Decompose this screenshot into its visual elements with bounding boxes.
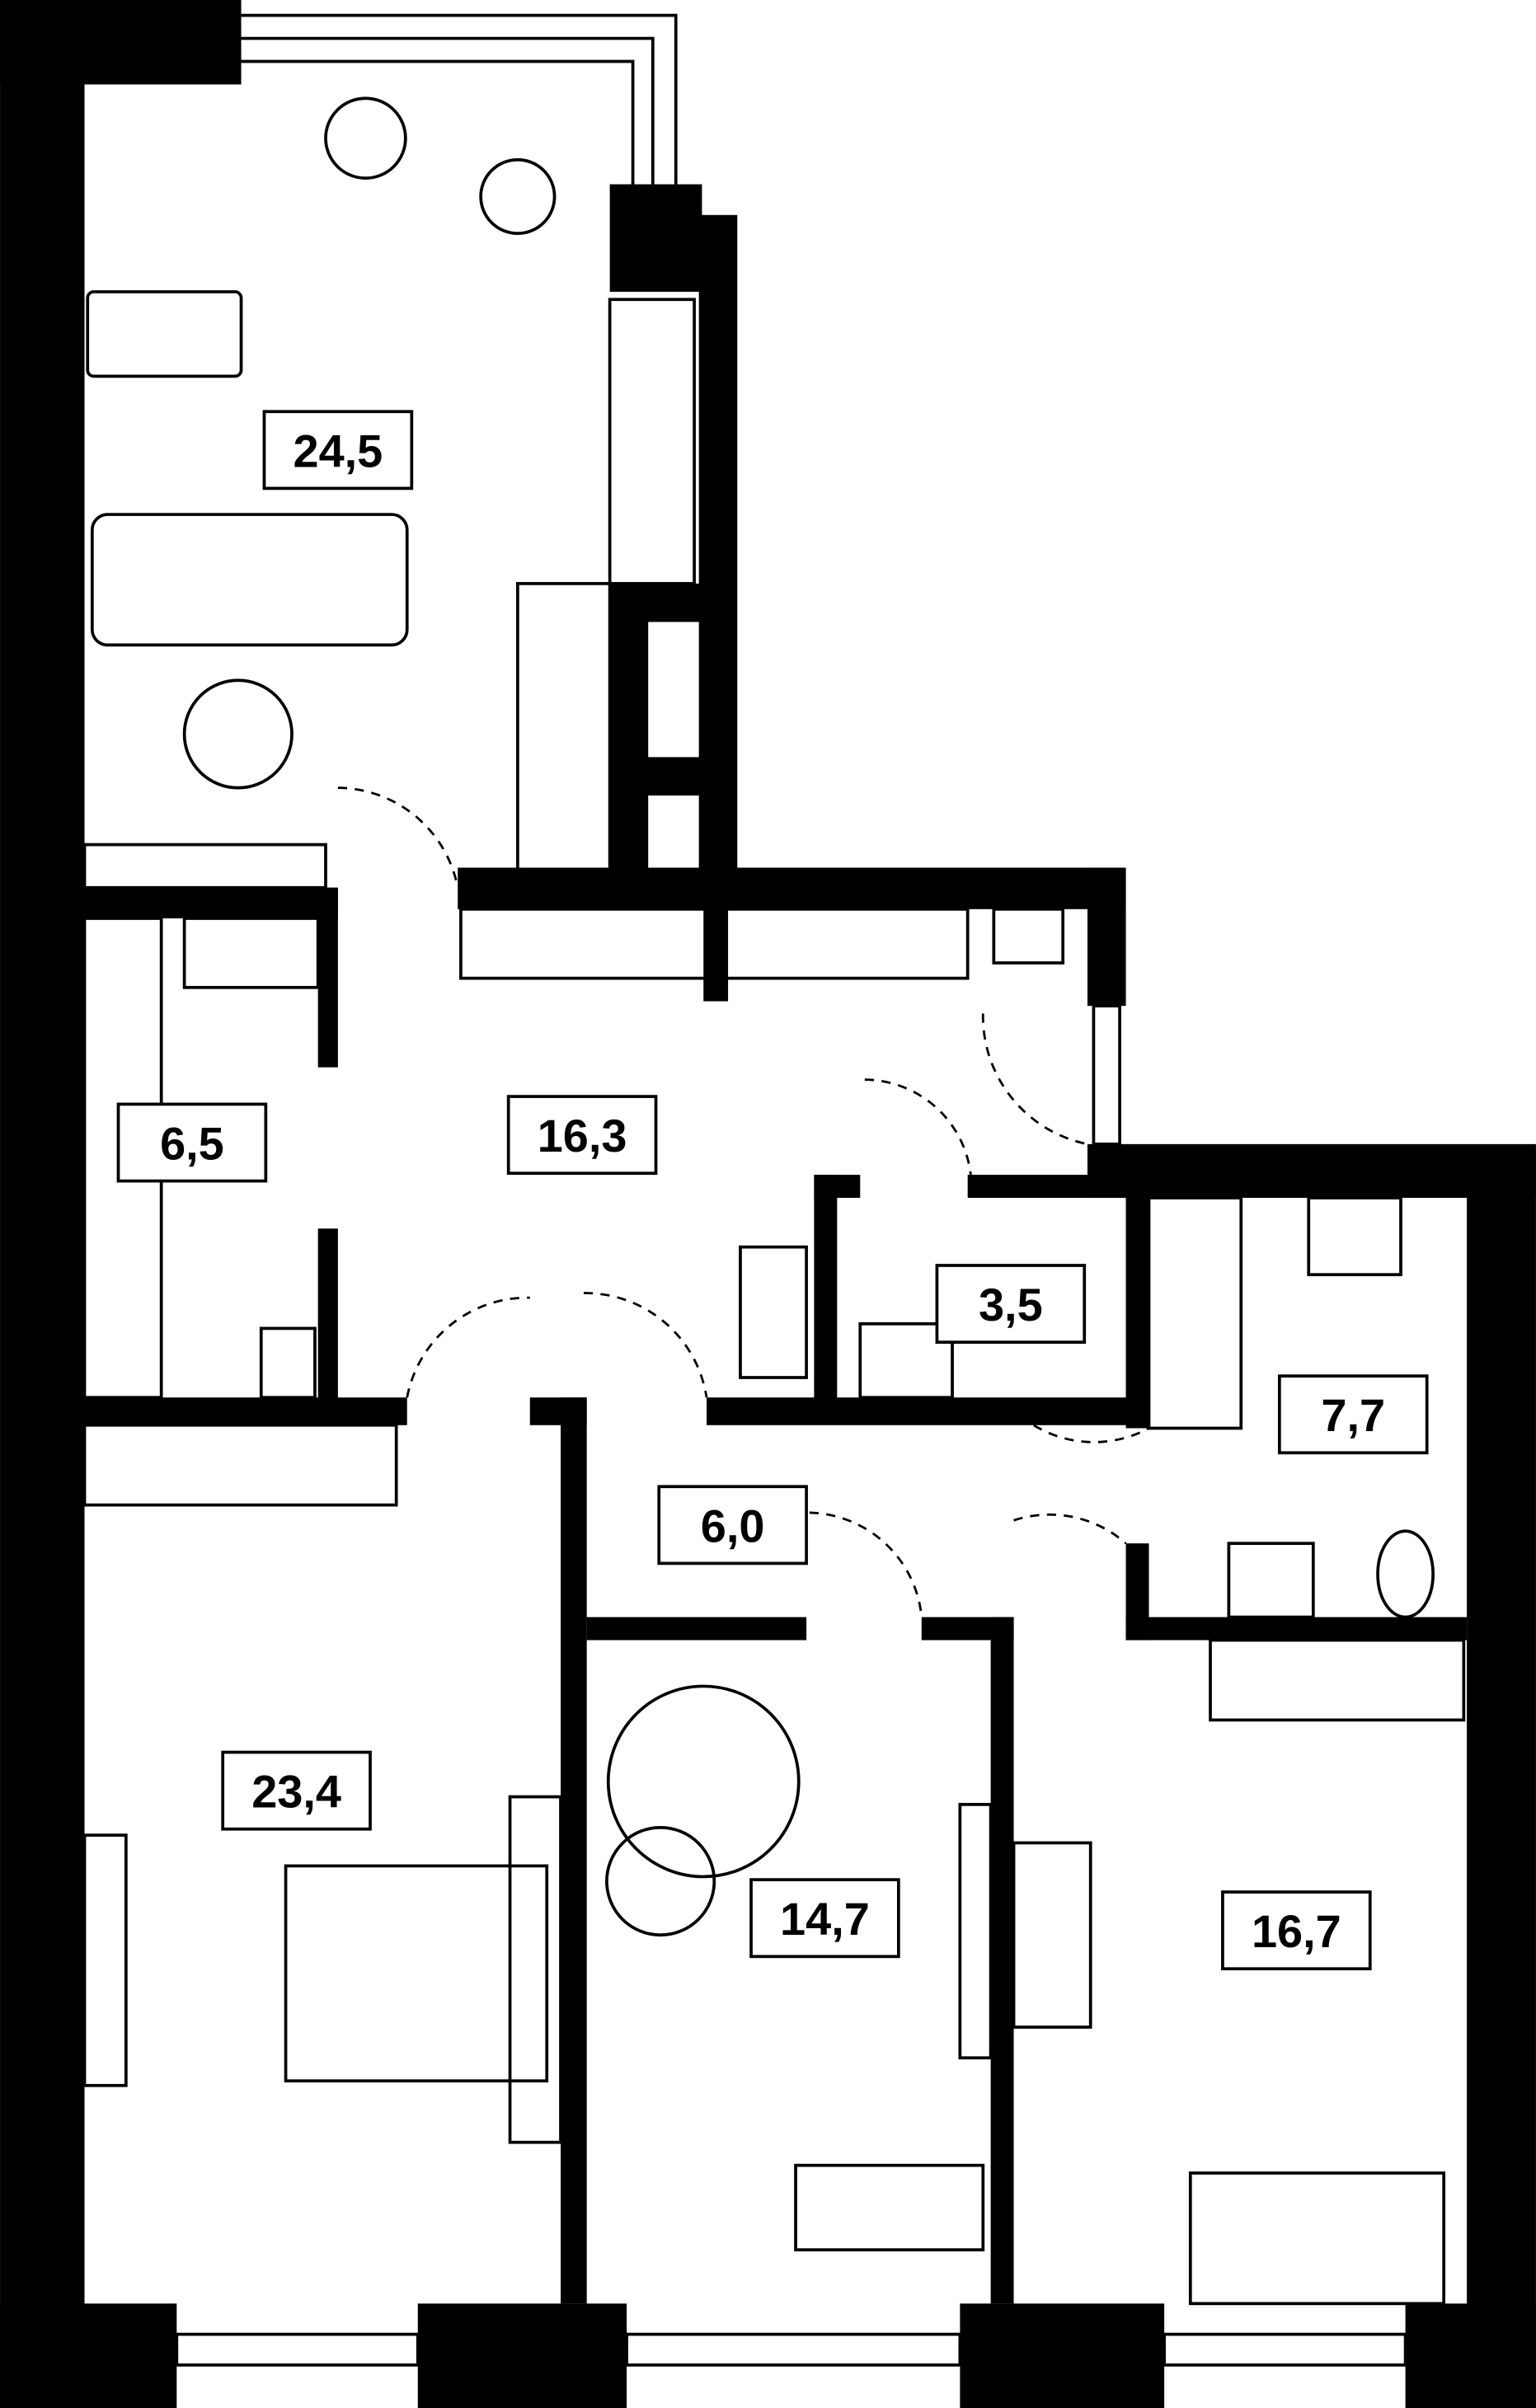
room-label-hall: 16,3	[506, 1095, 658, 1176]
room-area: 16,7	[1252, 1905, 1341, 1957]
room-area: 6,5	[160, 1117, 224, 1169]
room-area: 16,3	[538, 1110, 627, 1162]
room-label-bedroom-2: 14,7	[749, 1878, 900, 1959]
room-label-bathroom: 7,7	[1277, 1374, 1429, 1455]
room-label-corridor: 6,0	[657, 1485, 808, 1565]
room-area: 6,0	[701, 1500, 765, 1551]
room-label-wc: 3,5	[935, 1264, 1087, 1345]
room-label-bedroom-3: 16,7	[1221, 1890, 1372, 1971]
room-label-living-kitchen: 24,5	[262, 410, 414, 491]
room-label-bedroom-master: 23,4	[221, 1750, 372, 1831]
room-area: 23,4	[251, 1766, 341, 1818]
furniture	[82, 96, 1466, 2306]
room-area: 14,7	[780, 1893, 870, 1945]
room-area: 24,5	[294, 425, 383, 476]
room-label-wardrobe: 6,5	[116, 1102, 268, 1183]
balcony-rail	[241, 13, 678, 185]
windows	[175, 1004, 1407, 2367]
room-area: 7,7	[1321, 1389, 1385, 1441]
door-swings	[337, 786, 1150, 1617]
room-area: 3,5	[979, 1279, 1043, 1331]
